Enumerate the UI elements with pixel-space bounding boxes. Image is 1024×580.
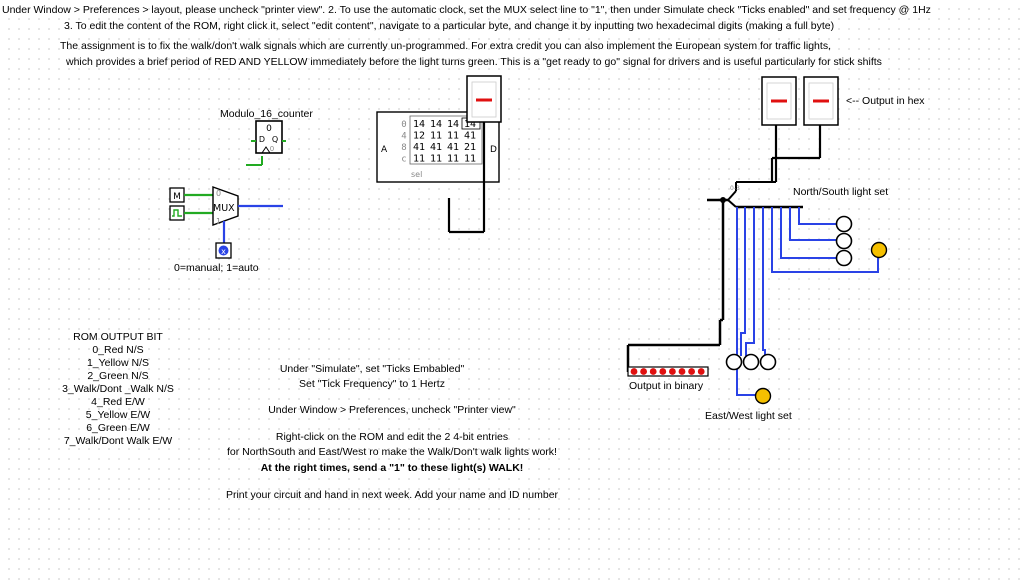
instruction-line-3: The assignment is to fix the walk/don't … xyxy=(60,40,831,52)
rom-addr-label: A xyxy=(381,145,388,155)
rom-bit-item: 5_Yellow E/W xyxy=(85,409,151,421)
clock-icon[interactable] xyxy=(169,205,185,221)
note-tick-frequency: Set "Tick Frequency" to 1 Hertz xyxy=(299,378,445,390)
rom-cell[interactable]: 14 xyxy=(447,119,459,130)
east-west-light-set xyxy=(725,353,777,405)
counter-q-label: Q xyxy=(272,135,278,144)
counter-title: Modulo_16_counter xyxy=(220,108,313,120)
ns-green-light xyxy=(835,249,853,267)
rom-cell[interactable]: 12 xyxy=(413,131,425,142)
rom-cell[interactable]: 11 xyxy=(413,154,425,165)
rom-sel-label: sel xyxy=(411,170,422,179)
ns-yellow-light xyxy=(835,232,853,250)
binary-led xyxy=(630,368,638,375)
rom-cell[interactable]: 11 xyxy=(430,154,442,165)
ns-light-set-label: North/South light set xyxy=(793,186,889,198)
svg-text:x: x xyxy=(221,247,226,256)
ew-light-set-label: East/West light set xyxy=(705,410,792,422)
note-walk-lights: for NorthSouth and East/West ro make the… xyxy=(227,446,557,458)
rom-cell[interactable]: 41 xyxy=(413,142,425,153)
ew-walk-light xyxy=(754,387,772,405)
rom-cell[interactable]: 11 xyxy=(447,154,459,165)
rom-address: 0 xyxy=(401,120,406,130)
rom-data-label: D xyxy=(490,145,497,155)
note-edit-rom: Right-click on the ROM and edit the 2 4-… xyxy=(275,431,509,443)
binary-led xyxy=(649,368,657,375)
binary-led xyxy=(659,368,667,375)
rom-output-bit-list: ROM OUTPUT BIT 0_Red N/S 1_Yellow N/S 2_… xyxy=(56,331,180,448)
mux-input-1: 1 xyxy=(216,217,221,226)
svg-text:0-3: 0-3 xyxy=(730,185,740,192)
rom-cell[interactable]: 41 xyxy=(447,142,459,153)
rom-bit-item: 4_Red E/W xyxy=(91,396,145,408)
rom-cell[interactable]: 21 xyxy=(464,142,476,153)
north-south-light-set xyxy=(835,215,888,267)
counter-d-label: D xyxy=(259,135,265,144)
rom-cell[interactable]: 14 xyxy=(464,119,476,130)
hex-output-label: <-- Output in hex xyxy=(846,95,925,107)
mux-section[interactable]: M 0 1 MUX x xyxy=(169,186,283,259)
signal-wires xyxy=(736,207,879,396)
binary-led xyxy=(640,368,647,375)
manual-button-label: M xyxy=(173,192,181,202)
rom-bit-item: 0_Red N/S xyxy=(92,344,144,356)
binary-led xyxy=(688,368,695,375)
rom-cell[interactable]: 11 xyxy=(464,154,476,165)
ns-walk-light xyxy=(870,241,888,259)
rom-cell[interactable]: 14 xyxy=(413,119,425,130)
rom-bit-item: 6_Green E/W xyxy=(86,422,150,434)
output-hex-displays xyxy=(761,76,839,182)
rom-cell[interactable]: 11 xyxy=(430,131,442,142)
binary-output-label: Output in binary xyxy=(629,380,704,392)
rom-address: 8 xyxy=(401,143,406,153)
mux-label: MUX xyxy=(213,203,235,214)
rom-bit-item: 7_Walk/Dont Walk E/W xyxy=(63,435,173,447)
rom-address: 4 xyxy=(401,132,406,142)
binary-led xyxy=(678,368,686,375)
rom-cell[interactable]: 11 xyxy=(447,131,459,142)
rom-bit-item: 2_Green N/S xyxy=(87,370,149,382)
rom-address: c xyxy=(401,155,406,165)
rom-cell[interactable]: 14 xyxy=(430,119,442,130)
note-printer-view: Under Window > Preferences, uncheck "Pri… xyxy=(268,404,516,416)
rom-cell[interactable]: 41 xyxy=(464,131,476,142)
instruction-line-4: which provides a brief period of RED AND… xyxy=(66,56,882,68)
note-ticks-enabled: Under "Simulate", set "Ticks Embabled" xyxy=(279,363,465,375)
note-send-one: At the right times, send a "1" to these … xyxy=(260,462,524,474)
rom-cell[interactable]: 41 xyxy=(430,142,442,153)
ew-yellow-light xyxy=(742,353,760,371)
ew-green-light xyxy=(759,353,777,371)
ew-red-light xyxy=(725,353,743,371)
modulo-16-counter[interactable]: 0 D Q 0 xyxy=(246,120,286,166)
note-hand-in: Print your circuit and hand in next week… xyxy=(225,489,559,501)
rom-hex-display xyxy=(447,75,502,234)
bus-splitter: 0-3 xyxy=(626,181,803,372)
mux-input-0: 0 xyxy=(216,189,221,198)
rom-bit-item: 1_Yellow N/S xyxy=(86,357,150,369)
binary-led xyxy=(697,368,705,375)
rom-bit-item: 3_Walk/Dont _Walk N/S xyxy=(62,383,174,395)
mux-mode-note: 0=manual; 1=auto xyxy=(174,262,259,274)
instruction-line-1: Under Window > Preferences > layout, ple… xyxy=(2,4,931,16)
rom-bits-title: ROM OUTPUT BIT xyxy=(73,331,163,343)
counter-clr-label: 0 xyxy=(270,145,274,153)
binary-led-bar xyxy=(627,366,709,377)
instruction-line-2: 3. To edit the content of the ROM, right… xyxy=(64,20,835,32)
counter-q-value: 0 xyxy=(266,124,272,134)
binary-led xyxy=(669,368,676,375)
ns-red-light xyxy=(835,215,853,233)
